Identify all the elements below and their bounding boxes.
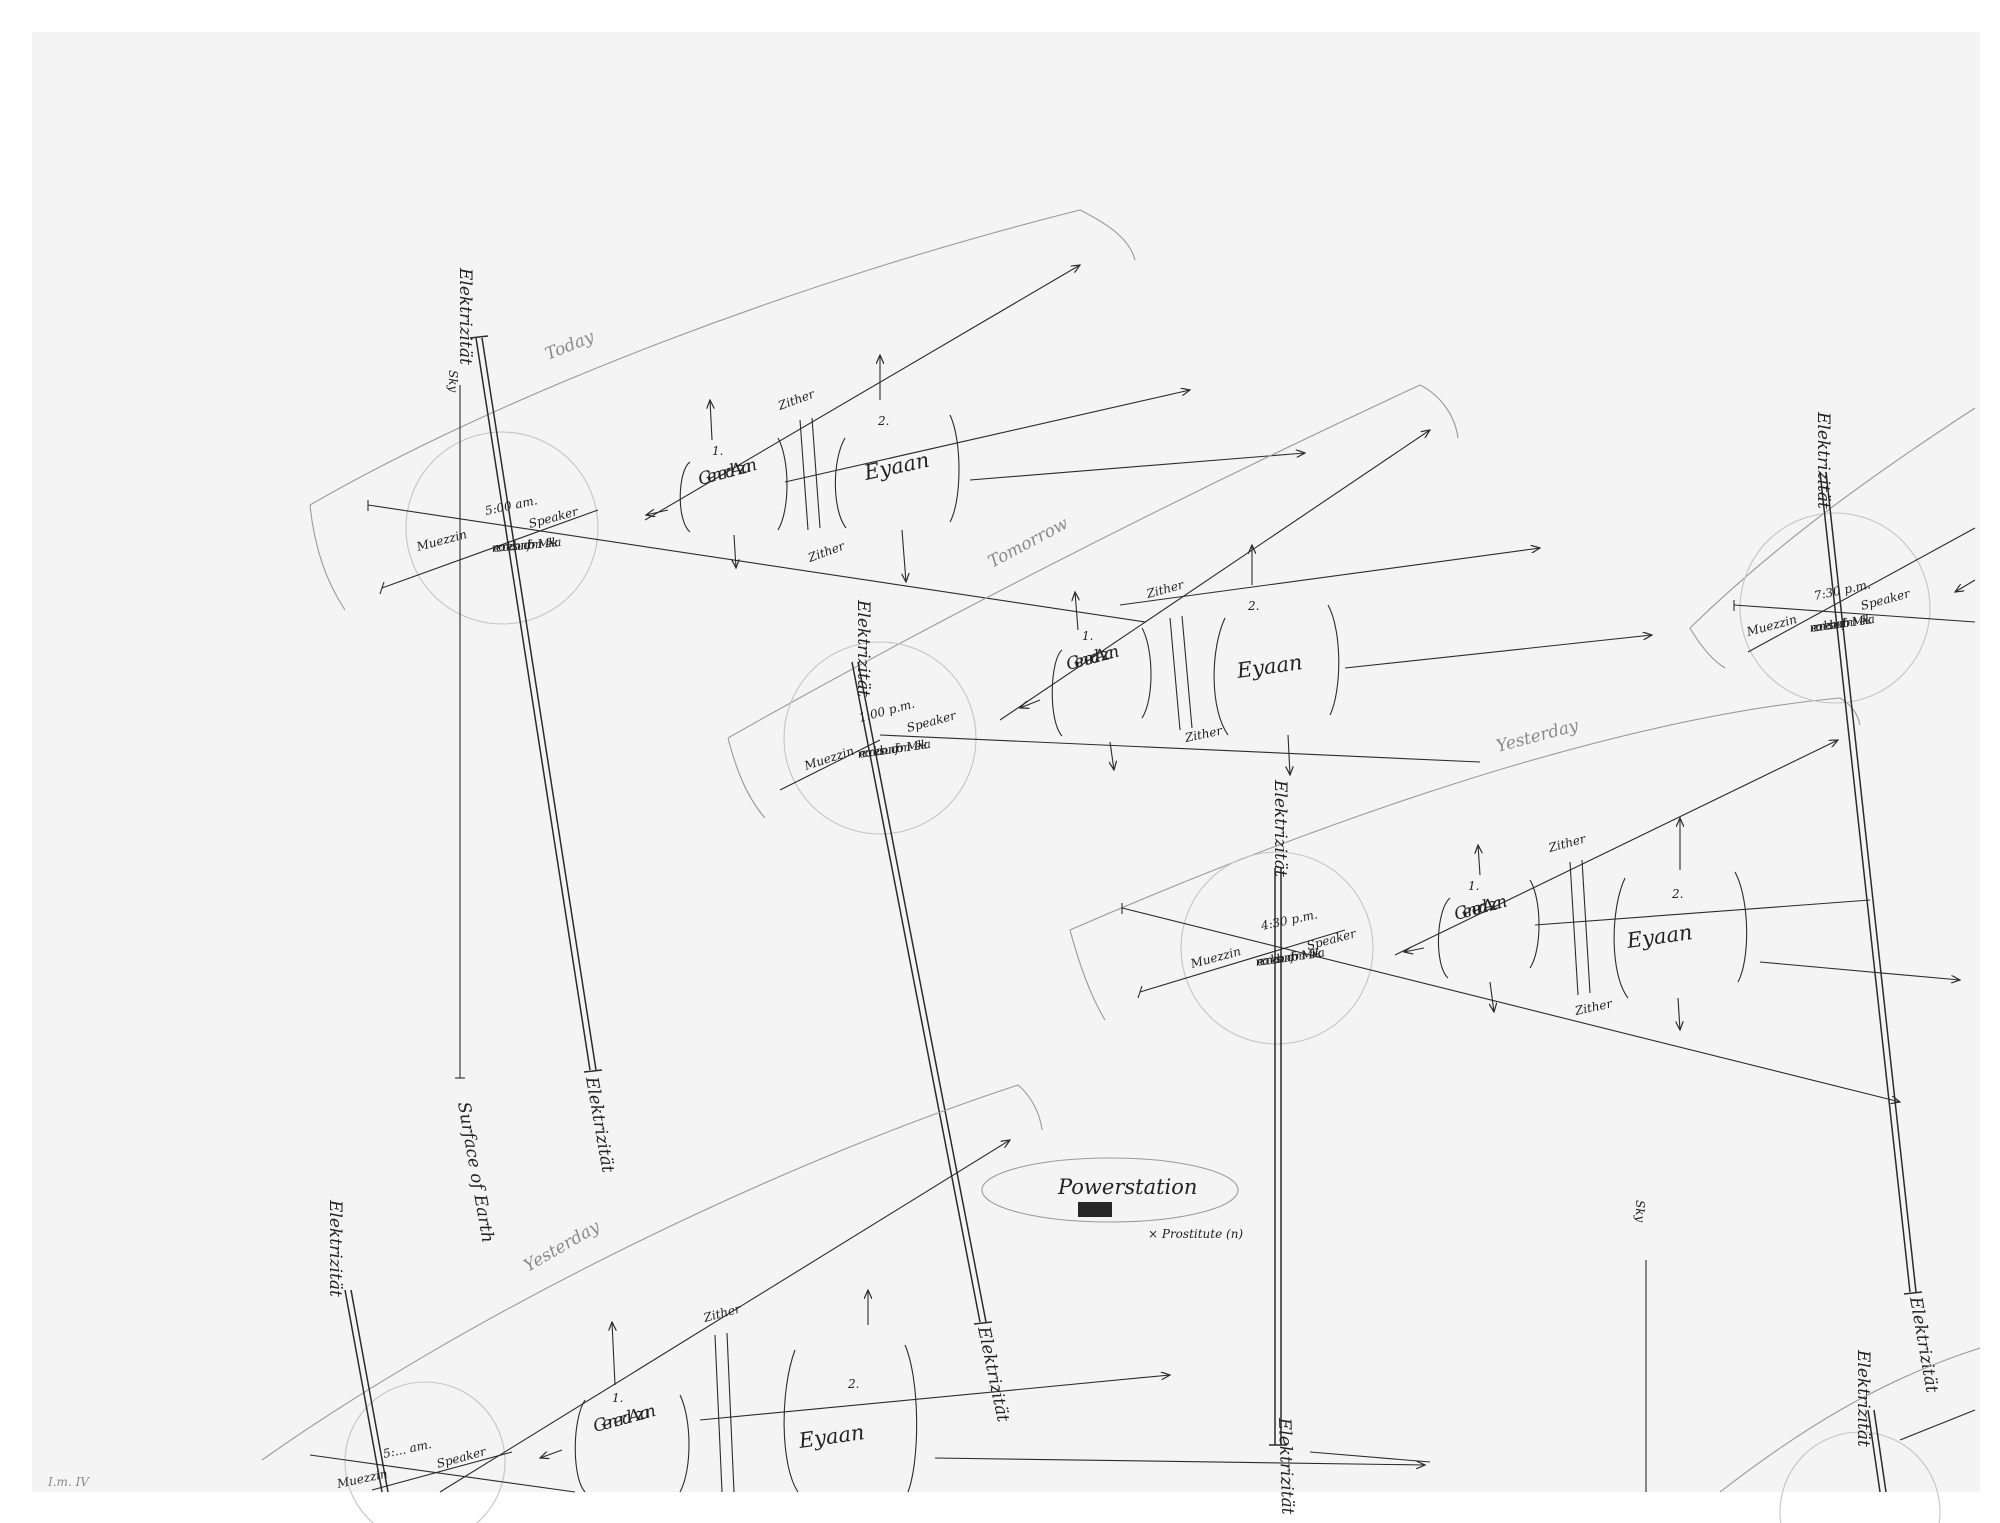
label-speaker-1: Speaker xyxy=(527,504,580,531)
label-elektrizitat-2b: Elektrizität xyxy=(973,1324,1013,1424)
circle-2 xyxy=(783,641,977,835)
num-2-g1: 2. xyxy=(877,414,889,428)
group-yesterday-1: Yesterday Elektrizität Elektrizität Muez… xyxy=(1069,697,1960,1515)
time-3: 4:30 p.m. xyxy=(1259,907,1319,933)
paper-sheet xyxy=(32,32,1980,1492)
label-yesterday-2: Yesterday xyxy=(521,1217,604,1277)
label-elektrizitat-2a: Elektrizität xyxy=(853,599,873,697)
label-elektrizitat-1a: Elektrizität xyxy=(455,267,475,365)
label-eyaan-3: Eyaan xyxy=(1624,920,1693,953)
circle-3 xyxy=(1180,851,1374,1045)
label-powerstation: Powerstation xyxy=(1057,1175,1197,1199)
pole-2a xyxy=(851,661,981,1323)
muezzin-line-1 xyxy=(367,504,1146,623)
circle-5 xyxy=(344,1381,506,1523)
label-sky-2: Sky xyxy=(1633,1200,1647,1222)
ray-1 xyxy=(644,265,1080,521)
label-zither-3b: Zither xyxy=(1573,996,1615,1018)
num-2-g3: 2. xyxy=(1671,887,1683,901)
yesterday-arc-1 xyxy=(1069,697,1861,931)
label-zither-1b: Zither xyxy=(805,538,847,565)
pole-1a xyxy=(475,337,591,1071)
group-today: Today Elektrizität Elektrizität Sky Surf… xyxy=(309,209,1305,1244)
label-elektrizitat-4b: Elektrizität xyxy=(1905,1294,1942,1394)
num-2-g2: 2. xyxy=(1247,599,1259,613)
label-general-azan-5: General Azan xyxy=(591,1401,658,1437)
label-elektrizitat-3a: Elektrizität xyxy=(1270,779,1290,877)
pole-2b xyxy=(857,661,987,1323)
label-general-azan-2: General Azan xyxy=(1064,642,1121,675)
pole-1b xyxy=(481,337,597,1071)
tomorrow-arc xyxy=(727,384,1459,739)
label-surface-of-earth: Surface of Earth xyxy=(453,1100,497,1244)
group-evening: Elektrizität Elektrizität Muezzin Speake… xyxy=(1689,407,1976,1394)
label-elektrizitat-5: Elektrizität xyxy=(325,1199,345,1297)
label-zither-1a: Zither xyxy=(775,386,817,413)
label-zither-2b: Zither xyxy=(1183,723,1225,745)
num-1-g3: 1. xyxy=(1468,879,1479,893)
speaker-line-1 xyxy=(381,509,599,589)
num-1-g1: 1. xyxy=(712,444,723,458)
label-muezzin-2: Muezzin xyxy=(802,744,856,773)
label-tomorrow: Tomorrow xyxy=(985,513,1072,572)
time-1: 5:00 am. xyxy=(484,493,539,518)
label-eyaan-5: Eyaan xyxy=(796,1420,865,1453)
circle-1 xyxy=(405,431,599,625)
label-speaker-2: Speaker xyxy=(905,708,958,735)
pole-4a xyxy=(1819,471,1911,1293)
label-sky-1: Sky xyxy=(446,370,460,392)
label-recorded-1: recorded sound from Mekka xyxy=(491,535,562,555)
group-bottom-right: Sky Elektrizität xyxy=(1633,1200,1981,1523)
today-arc xyxy=(309,209,1136,506)
label-elektrizitat-3b: Elektrizität xyxy=(1274,1416,1297,1515)
powerstation: Powerstation × Prostitute (n) xyxy=(981,1157,1243,1241)
powerstation-outline xyxy=(981,1157,1239,1223)
pole-4b xyxy=(1825,471,1917,1293)
label-elektrizitat-6: Elektrizität xyxy=(1853,1349,1873,1447)
circle-4 xyxy=(1739,512,1931,704)
plate-number: I.m. IV xyxy=(47,1475,90,1489)
label-today: Today xyxy=(542,327,597,365)
label-zither-3a: Zither xyxy=(1546,831,1588,855)
num-1-g5: 1. xyxy=(612,1391,623,1405)
muezzin-line-2 xyxy=(879,734,1481,763)
muezzin-line-3 xyxy=(1121,907,1900,1102)
num-2-g5: 2. xyxy=(847,1377,859,1391)
yesterday-arc-2 xyxy=(261,1084,1043,1461)
powerstation-block xyxy=(1078,1202,1112,1217)
group-yesterday-2: Yesterday Elektrizität Muezzin Speaker 5… xyxy=(261,1084,1431,1523)
time-5: 5:... am. xyxy=(382,1437,433,1461)
label-eyaan-2: Eyaan xyxy=(1234,650,1303,683)
label-muezzin-3: Muezzin xyxy=(1188,944,1242,971)
label-eyaan-1: Eyaan xyxy=(861,448,931,485)
label-prostitute: × Prostitute (n) xyxy=(1148,1227,1243,1241)
group-tomorrow: Tomorrow Elektrizität Elektrizität Muezz… xyxy=(727,384,1652,1424)
label-muezzin-4: Muezzin xyxy=(1744,612,1798,639)
label-zither-2a: Zither xyxy=(1144,577,1186,601)
label-elektrizitat-1b: Elektrizität xyxy=(581,1074,618,1174)
label-elektrizitat-4a: Elektrizität xyxy=(1813,411,1833,509)
num-1-g2: 1. xyxy=(1082,629,1093,643)
label-general-azan-3: General Azan xyxy=(1452,892,1509,925)
label-recorded-3: recorded sound from Mekka xyxy=(1254,945,1325,969)
label-zither-5: Zither xyxy=(701,1301,743,1325)
